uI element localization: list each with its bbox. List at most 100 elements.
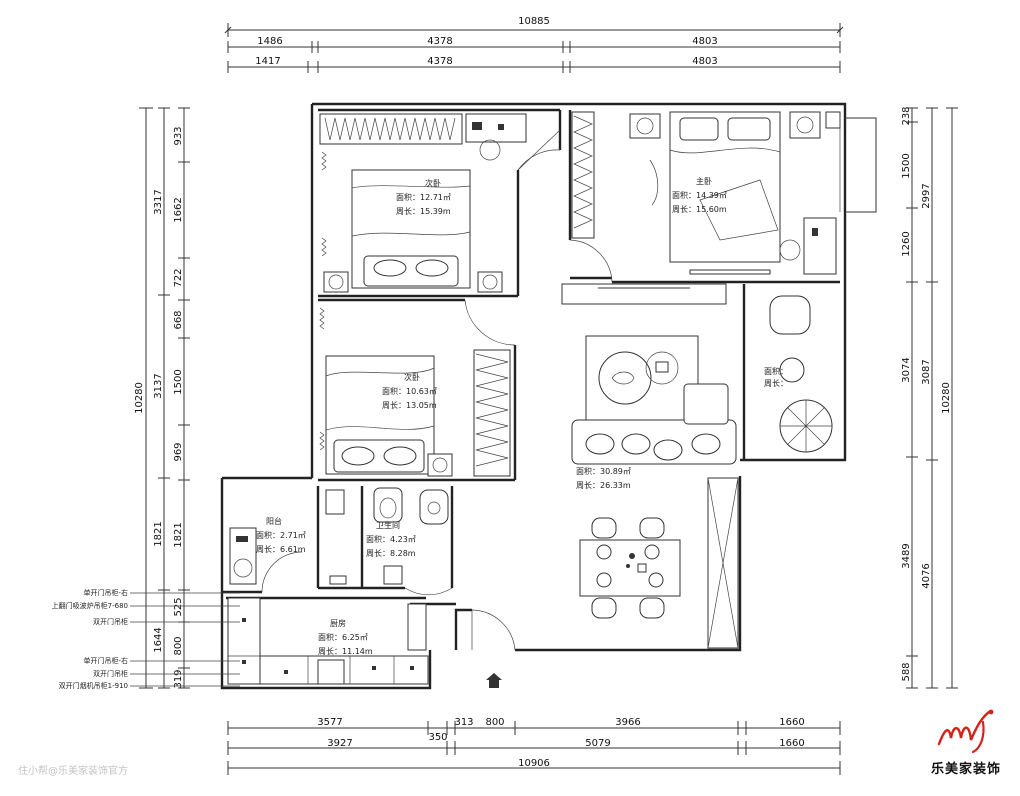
room-perim-bath: 周长：8.28m	[366, 548, 416, 558]
dim-top-r2-c: 4803	[692, 36, 717, 47]
dim-bot-r2-c: 1660	[779, 738, 804, 749]
dim-right-in-5: 3489	[901, 543, 912, 568]
dim-left-in-5: 1500	[173, 369, 184, 394]
room-perim-living: 周长：26.33m	[576, 480, 631, 490]
room-area-balcony: 面积：	[764, 366, 788, 376]
dim-right-in-3: 1260	[901, 231, 912, 256]
dim-right-in-2: 1500	[901, 153, 912, 178]
cabinet-note-2: 上翻门吸波炉吊柜7-680	[52, 601, 128, 610]
room-area-bath: 面积：4.23㎡	[366, 534, 416, 544]
cabinet-notes: 单开门吊柜-右 上翻门吸波炉吊柜7-680 双开门吊柜 单开门吊柜-右 双开门吊…	[52, 588, 240, 690]
dim-top-total: 10885	[518, 16, 550, 27]
left-dimensions: 10280 3317 3137 1821 1644 933 1662 722 6…	[134, 107, 190, 689]
mj-logo-icon	[937, 709, 994, 754]
dim-left-mid-b: 3137	[153, 373, 164, 398]
balcony-left: 阳台 面积：2.71㎡ 周长：6.61m	[229, 516, 306, 585]
toilet-icon	[373, 487, 403, 523]
dim-bot-r2-b: 5079	[585, 738, 610, 749]
fixture-icon	[325, 489, 345, 515]
room-name-master: 主卧	[696, 176, 712, 186]
dim-top-r3-a: 1417	[255, 56, 280, 67]
watermark: 住小帮@乐美家装饰官方	[18, 766, 128, 777]
top-dimensions: 10885 1486 4378 4803 1417 4378 4803	[224, 16, 844, 73]
room-area-yang: 面积：2.71㎡	[256, 530, 306, 540]
doors	[261, 129, 613, 651]
dim-bot-r1-b: 313	[454, 717, 473, 728]
sink-icon	[419, 489, 449, 525]
tv-cabinet	[561, 283, 727, 305]
room-perim-bed2b: 周长：13.05m	[382, 400, 437, 410]
desk-icon	[465, 113, 527, 161]
dim-bot-gap: 350	[428, 732, 447, 743]
dim-left-in-10: 319	[173, 669, 184, 688]
room-name-yang: 阳台	[266, 516, 282, 526]
living-room: 面积：30.89㎡ 周长：26.33m	[571, 335, 739, 649]
room-perim-kitchen: 周长：11.14m	[318, 646, 373, 656]
dim-top-r2-b: 4378	[427, 36, 452, 47]
room-area-master: 面积：14.39㎡	[672, 190, 727, 200]
right-dimensions: 238 1500 1260 3074 3489 588 2997 3087 40…	[901, 106, 958, 689]
bedroom-1: 次卧 面积：12.71㎡ 周长：15.39m	[319, 113, 527, 293]
dim-left-outer: 10280	[134, 382, 145, 414]
room-name-bed2a: 次卧	[425, 178, 441, 188]
room-area-bed2b: 面积：10.63㎡	[382, 386, 437, 396]
dim-bot-r1-c: 800	[485, 717, 504, 728]
room-area-bed2a: 面积：12.71㎡	[396, 192, 451, 202]
walls	[220, 102, 847, 690]
dim-right-in-4: 3074	[901, 357, 912, 382]
brand-logo: 乐美家装饰	[920, 708, 1012, 777]
dim-left-in-4: 668	[173, 310, 184, 329]
dim-bot-r1-d: 3966	[615, 717, 640, 728]
dim-left-mid-c: 1821	[153, 521, 164, 546]
room-area-living: 面积：30.89㎡	[576, 466, 631, 476]
master-bedroom: 主卧 面积：14.39㎡ 周长：15.60m	[571, 111, 877, 275]
dim-left-in-8: 525	[173, 597, 184, 616]
dim-left-mid-d: 1644	[153, 627, 164, 652]
dim-bot-r2-a: 3927	[327, 738, 352, 749]
vanity-icon	[779, 217, 837, 275]
dim-top-r3-c: 4803	[692, 56, 717, 67]
dim-bot-r1-a: 3577	[317, 717, 342, 728]
kitchen: 厨房 面积：6.25㎡ 周长：11.14m	[227, 597, 429, 685]
dim-right-in-1: 238	[901, 106, 912, 125]
cabinet-note-4: 单开门吊柜-右	[83, 656, 128, 665]
dim-left-in-6: 969	[173, 442, 184, 461]
room-perim-yang: 周长：6.61m	[256, 544, 306, 554]
dim-right-mid-c: 4076	[921, 563, 932, 588]
dim-left-in-3: 722	[173, 268, 184, 287]
dim-left-in-1: 933	[173, 126, 184, 145]
brand-name: 乐美家装饰	[930, 762, 1001, 777]
dim-bot-total: 10906	[518, 758, 550, 769]
room-name-bath: 卫生间	[376, 520, 400, 530]
room-name-bed2b: 次卧	[404, 372, 420, 382]
bathroom: 卫生间 面积：4.23㎡ 周长：8.28m	[325, 487, 449, 585]
dim-top-r2-a: 1486	[257, 36, 282, 47]
coffee-table-icon	[598, 351, 652, 405]
cabinet-note-1: 单开门吊柜-右	[83, 588, 128, 597]
cabinet-icon	[227, 597, 261, 685]
armchair-icon	[769, 295, 811, 335]
dim-right-mid-b: 3087	[921, 359, 932, 384]
cabinet-note-3: 双开门吊柜	[93, 617, 128, 626]
balcony-right: 面积： 周长：	[764, 295, 833, 453]
cabinet-note-5: 双开门吊柜	[93, 669, 128, 678]
room-perim-master: 周长：15.60m	[672, 204, 727, 214]
dim-left-in-7: 1821	[173, 522, 184, 547]
dim-bot-r1-e: 1660	[779, 717, 804, 728]
dim-right-outer: 10280	[941, 382, 952, 414]
room-perim-balcony: 周长：	[764, 378, 788, 388]
room-name-kitchen: 厨房	[330, 618, 346, 628]
dim-left-in-2: 1662	[173, 197, 184, 222]
dim-top-r3-b: 4378	[427, 56, 452, 67]
dim-left-mid-a: 3317	[153, 189, 164, 214]
dim-right-mid-a: 2997	[921, 183, 932, 208]
bedroom-2: 次卧 面积：10.63㎡ 周长：13.05m	[319, 307, 511, 477]
dim-right-in-6: 588	[901, 662, 912, 681]
entrance-arrow-icon	[486, 673, 502, 688]
sofa-icon	[571, 383, 737, 465]
room-perim-bed2a: 周长：15.39m	[396, 206, 451, 216]
room-area-kitchen: 面积：6.25㎡	[318, 632, 368, 642]
cabinet-note-6: 双开门烟机吊柜1-910	[59, 681, 128, 690]
dim-left-in-9: 800	[173, 636, 184, 655]
